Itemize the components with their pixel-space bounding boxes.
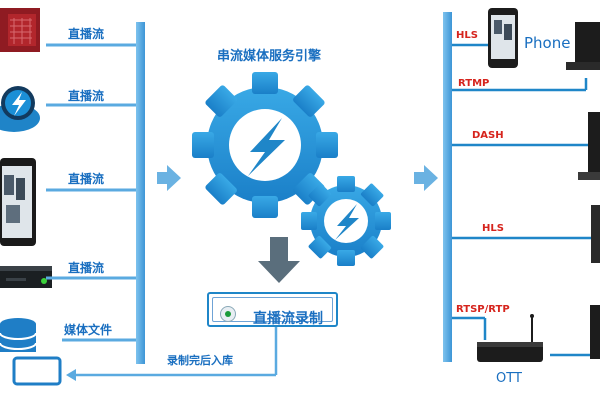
tablet-output-icon: [591, 205, 600, 263]
record-indicator-icon: [220, 306, 236, 322]
record-live-stream-box: 直播流录制: [207, 292, 338, 327]
hardware-encoder-icon: [0, 266, 52, 288]
media-file-label: 媒体文件: [64, 323, 113, 337]
video-file-icon: [0, 8, 40, 52]
output-connectors: [452, 43, 600, 357]
arrow-right-output-icon: [414, 165, 438, 191]
arrow-down-icon: [258, 237, 300, 283]
tablet-icon: [0, 158, 36, 246]
input-label-2: 直播流: [68, 89, 105, 103]
protocol-hls-mid: HLS: [482, 223, 504, 234]
output-bus: [443, 12, 452, 362]
cloud-stream-icon: [0, 86, 40, 132]
input-label-3: 直播流: [68, 172, 105, 186]
protocol-rtsp: RTSP/RTP: [456, 304, 510, 315]
return-path: [74, 327, 278, 377]
laptop-icon: [578, 112, 600, 180]
tv-icon: [590, 305, 600, 359]
engine-title: 串流媒体服务引擎: [217, 49, 322, 64]
protocol-dash: DASH: [472, 130, 504, 141]
input-label-1: 直播流: [68, 27, 105, 41]
protocol-hls-top: HLS: [456, 30, 478, 41]
arrow-right-icon: [157, 165, 181, 191]
return-label: 录制完后入库: [167, 354, 233, 367]
ott-label: OTT: [496, 371, 522, 386]
input-label-4: 直播流: [68, 261, 105, 275]
gear-small-icon: [282, 157, 410, 285]
database-folder-icon: [0, 318, 62, 386]
phone-icon: [488, 8, 518, 68]
gear-large-icon: [161, 41, 369, 249]
phone-label: Phone: [524, 34, 571, 52]
protocol-rtmp: RTMP: [458, 78, 490, 89]
record-label: 直播流录制: [253, 311, 323, 327]
ott-box-icon: [477, 314, 543, 362]
input-bus: [136, 22, 145, 364]
return-arrow-icon: [66, 369, 76, 381]
input-connectors: [46, 43, 136, 342]
desktop-monitor-icon: [566, 22, 600, 70]
